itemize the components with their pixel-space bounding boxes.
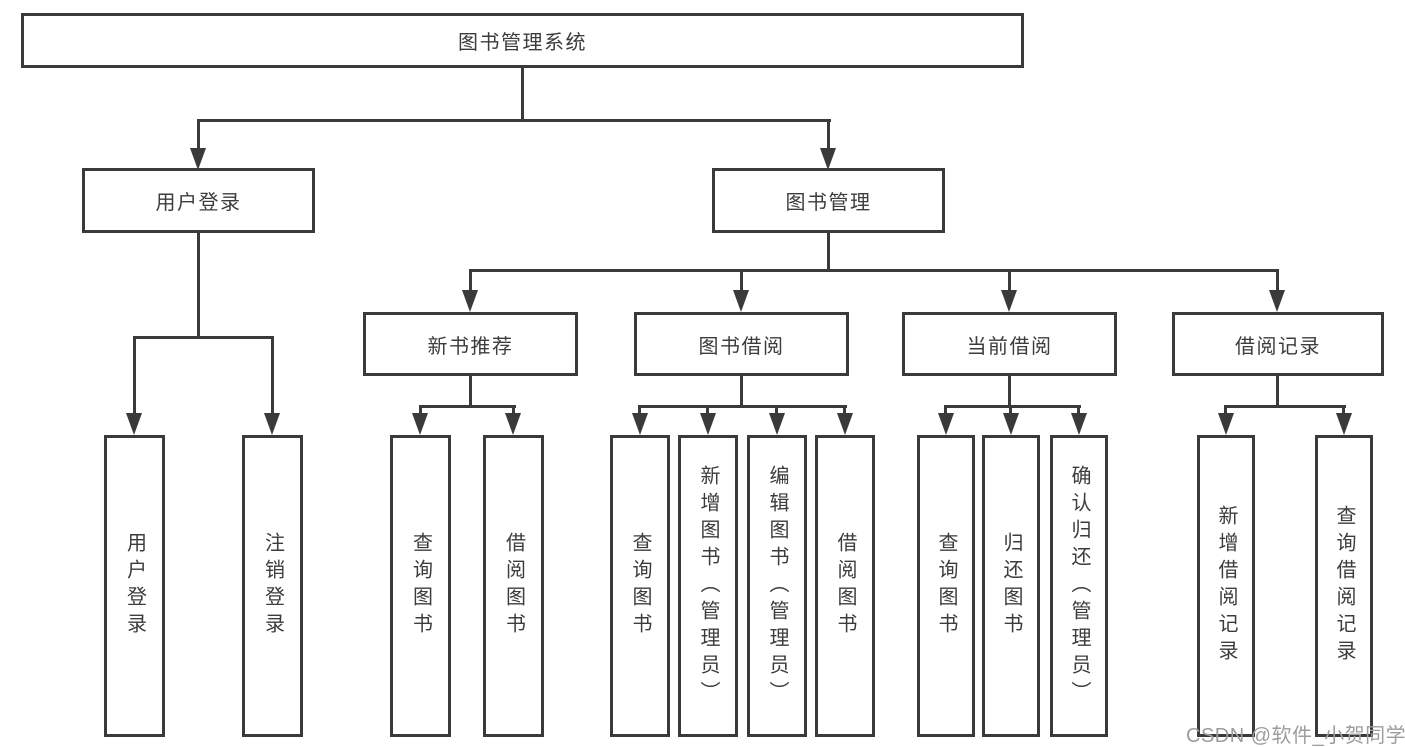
arrow-down-icon [1336,413,1352,435]
leaf-label: 用户登录 [123,532,146,640]
connector-rail-book-borrowing [638,405,847,408]
connector-drop [1009,405,1012,415]
leaf-label: 注销登录 [261,532,284,640]
connector-drop [419,405,422,415]
connector-stem-root [521,68,524,122]
connector-rail-user-login [133,336,274,339]
node-label: 图书管理系统 [458,32,587,54]
arrow-down-icon [190,148,206,170]
connector-rail-book-management [469,269,1279,272]
connector-rail-new-book-rec [419,405,516,408]
connector-rail-borrowing-records [1224,405,1346,408]
leaf-confirm-return-admin: 确认归还（管理员） [1050,435,1108,737]
leaf-label: 查询图书 [629,532,651,640]
arrow-down-icon [462,290,478,312]
node-label: 借阅记录 [1235,335,1321,358]
node-book-borrowing: 图书借阅 [634,312,849,376]
connector-drop-new-book-rec [469,269,472,292]
leaf-logout: 注销登录 [242,435,303,737]
arrow-down-icon [264,413,280,435]
leaf-query-borrow-record: 查询借阅记录 [1315,435,1373,737]
connector-drop-book-borrowing [740,269,743,292]
leaf-label: 借阅图书 [502,532,525,640]
arrow-down-icon [1218,413,1234,435]
connector-drop-leaf-logout [271,336,274,415]
connector-drop [843,405,846,415]
connector-drop [944,405,947,415]
leaf-label: 借阅图书 [834,532,856,640]
connector-stem-current-borrowing [1008,376,1011,408]
connector-drop-current-borrowing [1008,269,1011,292]
leaf-label: 查询图书 [935,532,957,640]
leaf-query-books-rec: 查询图书 [390,435,451,737]
leaf-label: 查询图书 [409,532,432,640]
node-label: 当前借阅 [966,335,1053,358]
arrow-down-icon [769,413,785,435]
leaf-query-books-current: 查询图书 [917,435,975,737]
arrow-down-icon [938,413,954,435]
arrow-down-icon [837,413,853,435]
arrow-down-icon [820,148,836,170]
leaf-add-borrow-record: 新增借阅记录 [1197,435,1255,737]
connector-drop-borrowing-records [1276,269,1279,292]
arrow-down-icon [733,290,749,312]
connector-stem-borrowing-records [1276,376,1279,408]
arrow-down-icon [700,413,716,435]
connector-stem-book-borrowing [740,376,743,408]
arrow-down-icon [1071,413,1087,435]
node-book-management: 图书管理 [712,168,945,233]
watermark: CSDN @软件_小贺同学 [1186,725,1405,747]
connector-rail-root [197,119,831,122]
connector-stem-book-management [827,233,830,272]
node-library-management-system: 图书管理系统 [21,13,1024,68]
connector-drop [706,405,709,415]
arrow-down-icon [1269,290,1285,312]
arrow-down-icon [1003,413,1019,435]
leaf-query-books-borrowing: 查询图书 [610,435,670,737]
connector-drop-leaf-user-login [133,336,136,415]
leaf-return-books: 归还图书 [982,435,1040,737]
node-label: 新书推荐 [427,335,514,358]
connector-drop [1077,405,1080,415]
arrow-down-icon [126,413,142,435]
leaf-borrow-books-rec: 借阅图书 [483,435,544,737]
leaf-user-login: 用户登录 [104,435,165,737]
leaf-label: 确认归还（管理员） [1068,464,1090,708]
arrow-down-icon [1001,290,1017,312]
node-borrowing-records: 借阅记录 [1172,312,1384,376]
node-current-borrowing: 当前借阅 [902,312,1117,376]
leaf-label: 查询借阅记录 [1333,505,1355,667]
arrow-down-icon [412,413,428,435]
node-new-book-recommendation: 新书推荐 [363,312,578,376]
connector-stem-new-book-rec [469,376,472,408]
connector-drop [1224,405,1227,415]
node-label: 用户登录 [155,192,242,214]
leaf-label: 新增借阅记录 [1215,505,1237,667]
leaf-borrow-books-borrowing: 借阅图书 [815,435,875,737]
arrow-down-icon [632,413,648,435]
connector-drop [512,405,515,415]
connector-drop [775,405,778,415]
node-label: 图书借阅 [698,335,785,358]
leaf-label: 归还图书 [1000,532,1022,640]
connector-drop [638,405,641,415]
node-user-login: 用户登录 [82,168,315,233]
connector-rail-current-borrowing [944,405,1081,408]
leaf-edit-book-admin: 编辑图书（管理员） [747,435,807,737]
node-label: 图书管理 [785,192,872,214]
arrow-down-icon [505,413,521,435]
connector-drop-user-login [197,119,200,150]
leaf-label: 编辑图书（管理员） [766,464,788,708]
connector-drop [1342,405,1345,415]
leaf-label: 新增图书（管理员） [697,464,719,708]
connector-stem-user-login [197,233,200,339]
leaf-add-book-admin: 新增图书（管理员） [678,435,738,737]
connector-drop-book-management [827,119,830,150]
